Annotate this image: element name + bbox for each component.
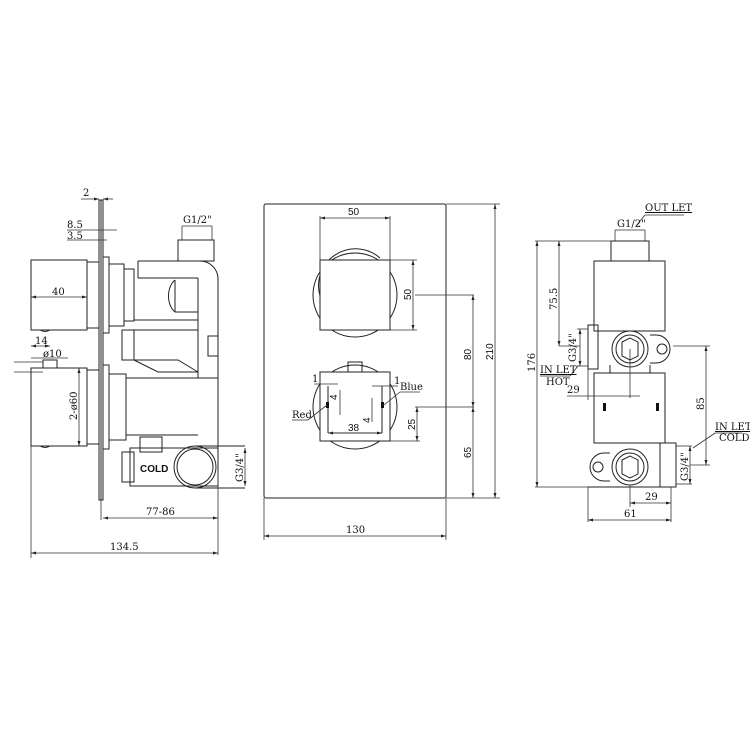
hot-inlet-thread: G3/4" <box>568 333 579 362</box>
cold-inlet-thread: G3/4" <box>680 452 691 481</box>
front-plate <box>263 203 447 499</box>
dim-plate-thickness: 2 <box>83 188 89 199</box>
dim-marker-len-right: 4 <box>362 417 373 423</box>
red-marker <box>326 402 329 408</box>
dim-hot-offset: 29 <box>567 385 580 396</box>
upper-knob <box>319 259 391 331</box>
outlet-pipe <box>177 239 215 262</box>
dim-lower-offset: 65 <box>463 446 474 458</box>
cold-inlet-pipe <box>173 445 217 489</box>
inlet-cold-label-1: IN LET <box>715 422 750 433</box>
dim-8-5: 8.5 <box>67 220 83 231</box>
outlet-thread: G1/2" <box>183 215 212 226</box>
dim-outlet-to-inlet: 75.5 <box>549 288 560 310</box>
dim-overall-depth: 134.5 <box>110 542 139 553</box>
dim-center-spacing: 80 <box>463 348 474 360</box>
dim-plate-width: 130 <box>346 525 365 536</box>
rear-view: OUT LET G1/2" 176 75.5 G3/4" IN LET HOT … <box>527 203 750 522</box>
upper-block <box>593 260 666 332</box>
dim-overall-height: 176 <box>527 353 538 372</box>
cold-inlet <box>611 448 649 486</box>
cold-label: COLD <box>140 464 168 475</box>
inlet-hot-label-1: IN LET <box>540 365 577 376</box>
outlet-label: OUT LET <box>645 203 692 214</box>
rear-outlet-thread: G1/2" <box>617 219 646 230</box>
dim-handle-depth: 40 <box>52 287 65 298</box>
dim-plate-height: 210 <box>485 343 496 360</box>
dim-handle-dia: 2-ø60 <box>69 392 80 421</box>
inlet-thread: G3/4" <box>235 453 246 482</box>
red-label: Red <box>292 410 312 421</box>
front-view: 50 50 80 65 210 25 38 4 4 1 1 <box>263 203 500 540</box>
inlet-cold-label-2: COLD <box>719 433 750 444</box>
dim-3-5: 3.5 <box>67 231 83 242</box>
inlet-hot-label-2: HOT <box>546 377 570 388</box>
dim-offset-right: 1 <box>394 376 400 387</box>
dim-offset-left: 1 <box>312 374 318 385</box>
dim-marker-len-left: 4 <box>329 394 340 400</box>
dim-marker-spacing: 38 <box>348 423 360 434</box>
dim-pin-dia: ø10 <box>43 349 62 360</box>
dim-14: 14 <box>35 336 48 347</box>
dim-knob-height: 50 <box>403 288 414 300</box>
mid-block <box>593 372 666 444</box>
blue-marker <box>381 402 384 408</box>
dim-depth-range: 77-86 <box>146 507 175 518</box>
dim-body-width: 61 <box>624 509 637 520</box>
outlet-stub <box>610 240 650 262</box>
dim-knob-width: 50 <box>348 207 360 218</box>
lower-knob <box>319 371 391 442</box>
dim-inlet-spacing: 85 <box>696 397 707 410</box>
dim-cold-offset: 29 <box>645 492 658 503</box>
blue-label: Blue <box>400 382 423 393</box>
dim-lower-knob-half: 25 <box>407 418 418 430</box>
side-view: COLD 2 8.5 3.5 40 14 ø10 2-ø60 G1/2" G3/… <box>14 188 247 558</box>
